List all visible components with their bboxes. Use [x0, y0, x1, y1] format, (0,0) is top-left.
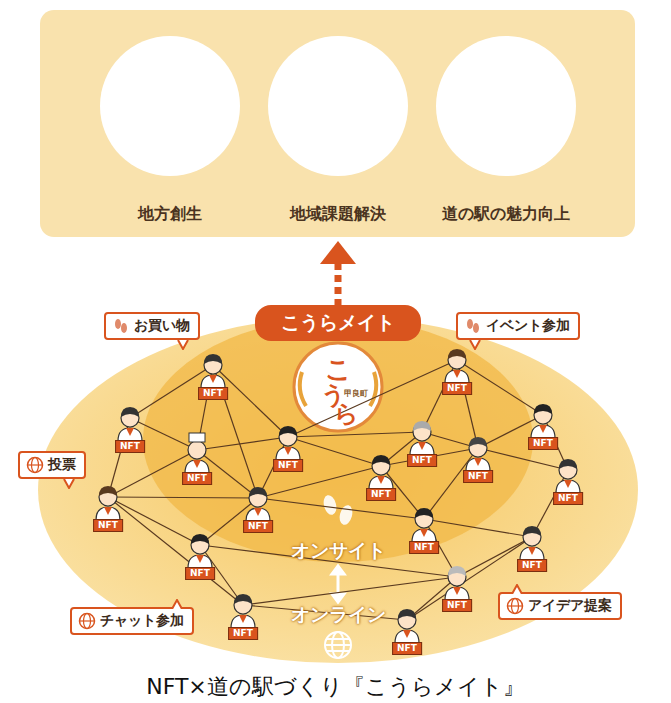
callout-box: イベント参加 — [456, 312, 580, 340]
callout-tail — [510, 584, 524, 594]
node-label: こうらメイト — [281, 310, 395, 336]
node-label: イベント参加 — [486, 317, 570, 335]
both-arrow — [332, 566, 344, 602]
nft-tag: NFT — [198, 387, 228, 400]
nft-tag: NFT — [553, 492, 583, 505]
node-label: 投票 — [48, 456, 76, 474]
inner-ellipse — [143, 318, 533, 562]
person-icon — [188, 534, 212, 568]
person-icon — [96, 486, 120, 520]
person-icon — [556, 459, 580, 493]
nft-tag: NFT — [93, 519, 123, 532]
network-line — [108, 497, 258, 498]
result-panel — [40, 10, 635, 237]
online-label: オンライン — [291, 602, 386, 628]
goal-circle: 地域課題解決 — [268, 36, 408, 176]
callout-box: チャット参加 — [70, 607, 194, 635]
footprint-icon — [464, 317, 482, 335]
person-icon — [520, 526, 544, 560]
person-icon — [201, 354, 225, 388]
nft-tag: NFT — [243, 520, 273, 533]
callout-box: アイデア提案 — [498, 592, 622, 620]
network-line — [197, 437, 288, 450]
globe-icon — [26, 456, 44, 474]
person-icon — [410, 421, 434, 455]
person-icon — [466, 437, 490, 471]
globe-icon — [78, 612, 96, 630]
nft-tag: NFT — [409, 541, 439, 554]
up-arrow — [335, 262, 342, 306]
person-icon — [531, 404, 555, 438]
person-icon — [246, 487, 270, 521]
logo-circle — [294, 343, 382, 431]
callout-box: お買い物 — [104, 312, 200, 340]
arrow-head — [320, 241, 356, 264]
caption: NFT×道の駅づくり『こうらメイト』 — [0, 672, 671, 702]
nft-tag: NFT — [407, 454, 437, 467]
nft-tag: NFT — [115, 440, 145, 453]
nft-tag: NFT — [273, 459, 303, 472]
nft-tag: NFT — [228, 627, 258, 640]
network-line — [478, 448, 568, 470]
logo-text: 甲良町 — [344, 388, 368, 399]
node-label: アイデア提案 — [528, 597, 612, 615]
node-label: 地域課題解決 — [290, 204, 386, 225]
node-label: 地方創生 — [138, 204, 202, 225]
person-icon — [231, 594, 255, 628]
person-icon — [276, 426, 300, 460]
network-line — [258, 498, 424, 519]
callout-tail — [176, 340, 190, 350]
network-line — [108, 497, 243, 605]
nft-tag: NFT — [182, 472, 212, 485]
community-ellipse — [38, 317, 638, 663]
network-line — [288, 432, 422, 437]
callout-tail — [170, 599, 184, 609]
person-icon — [185, 433, 209, 473]
callout-box: 投票 — [18, 451, 86, 479]
goal-circle: 道の駅の魅力向上 — [436, 36, 576, 176]
globe-icon — [325, 632, 351, 658]
network-line — [213, 365, 288, 437]
network-line — [288, 360, 457, 437]
nft-tag: NFT — [442, 382, 472, 395]
goal-circle: 地方創生 — [100, 36, 240, 176]
callout-tail — [468, 340, 482, 350]
person-icon — [412, 508, 436, 542]
nft-tag: NFT — [528, 437, 558, 450]
globe-icon — [506, 597, 524, 615]
person-icon — [369, 455, 393, 489]
nft-tag: NFT — [185, 567, 215, 580]
network-line — [243, 577, 457, 605]
mate-tab: こうらメイト — [255, 305, 421, 341]
callout-tail — [62, 479, 76, 489]
nft-tag: NFT — [442, 599, 472, 612]
node-label: お買い物 — [134, 317, 190, 335]
node-label: チャット参加 — [100, 612, 184, 630]
footprint-icon — [112, 317, 130, 335]
nft-tag: NFT — [517, 559, 547, 572]
person-icon — [445, 349, 469, 383]
network-line — [424, 519, 532, 537]
network-lines — [108, 360, 568, 620]
onsite-label: オンサイト — [291, 538, 386, 564]
nft-tag: NFT — [392, 642, 422, 655]
nft-tag: NFT — [463, 470, 493, 483]
person-icon — [118, 407, 142, 441]
node-label: 道の駅の魅力向上 — [442, 204, 570, 225]
logo-text: ら — [334, 398, 359, 430]
person-icon — [445, 566, 469, 600]
person-icon — [395, 609, 419, 643]
nft-tag: NFT — [366, 488, 396, 501]
